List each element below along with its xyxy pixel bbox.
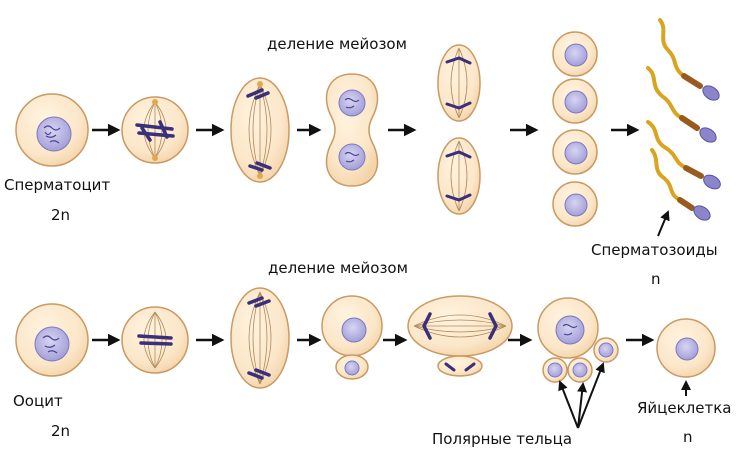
polar-bodies-label: Полярные тельца xyxy=(432,430,573,448)
spermatozoa-pointer-arrow xyxy=(657,210,670,237)
anaphase-cell xyxy=(230,77,290,183)
spermatocyte-label: Сперматоцит xyxy=(4,176,111,194)
spermatocyte-ploidy: 2n xyxy=(51,206,71,224)
spermatocyte-cell xyxy=(15,93,89,167)
egg-ploidy: n xyxy=(683,428,693,446)
title-bottom: деление мейозом xyxy=(268,259,408,277)
egg-label: Яйцеклетка xyxy=(637,399,732,417)
telophase-cell xyxy=(325,73,379,187)
spermatozoa xyxy=(646,18,721,221)
title-top: деление мейозом xyxy=(267,35,407,53)
meiosis-two-upper-cell xyxy=(437,44,481,122)
egg-cell xyxy=(656,318,716,378)
oocyte-metaphase-cell xyxy=(121,306,189,374)
oocyte-label: Ооцит xyxy=(13,392,63,410)
spermatozoa-ploidy: n xyxy=(651,270,661,288)
ovum-with-polar-bodies xyxy=(537,297,619,383)
oocyte-meiosis-two-cell xyxy=(407,295,513,377)
polar-bodies-pointer-arrows xyxy=(558,362,605,429)
oocyte-anaphase-cell xyxy=(230,287,290,389)
oocyte-cell xyxy=(15,303,89,377)
oocyte-ploidy: 2n xyxy=(51,422,71,440)
metaphase-cell xyxy=(121,96,189,164)
spermatozoa-label: Сперматозоиды xyxy=(591,241,718,259)
secondary-oocyte-cell xyxy=(321,295,383,380)
meiosis-two-lower-cell xyxy=(437,137,481,215)
spermatid-cells xyxy=(552,31,598,227)
